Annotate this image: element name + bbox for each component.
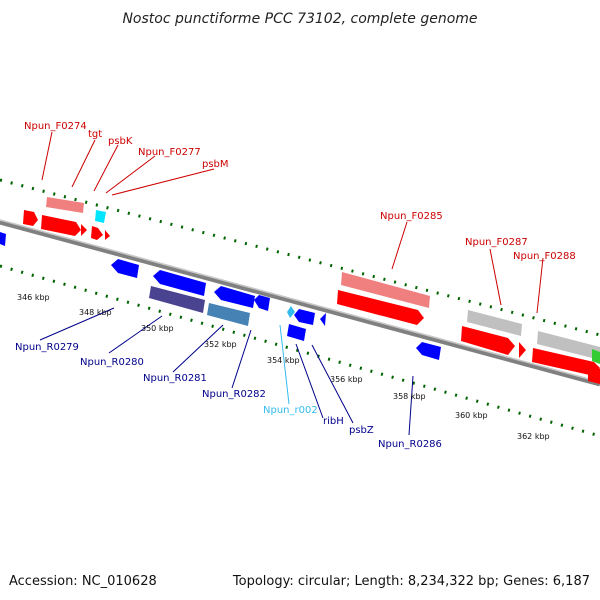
cds-arrow bbox=[254, 295, 270, 311]
leader-line bbox=[93, 144, 119, 192]
cds-arrow bbox=[294, 309, 315, 325]
gene-label: Npun_R0282 bbox=[202, 389, 266, 400]
kbp-label: 350 kbp bbox=[141, 324, 174, 333]
gene-label: Npun_R0280 bbox=[80, 357, 144, 368]
leader-line bbox=[295, 343, 324, 419]
leader-line bbox=[71, 139, 96, 188]
reverse-leaders bbox=[39, 307, 414, 436]
reverse-gene-track bbox=[149, 286, 250, 326]
cds-arrow bbox=[153, 270, 206, 296]
gene-label: tgt bbox=[88, 129, 102, 140]
cds-arrow bbox=[91, 226, 103, 240]
kbp-label: 346 kbp bbox=[17, 293, 50, 302]
gene-feature bbox=[46, 197, 84, 213]
gene-feature bbox=[341, 272, 430, 308]
leader-line bbox=[311, 344, 354, 424]
gene-feature bbox=[537, 331, 600, 360]
cds-arrow bbox=[337, 290, 424, 325]
gene-feature bbox=[467, 310, 522, 336]
rna-track bbox=[95, 210, 295, 318]
reverse-labels: Npun_R0279 Npun_R0280 Npun_R0281 Npun_R0… bbox=[15, 342, 442, 450]
kbp-label: 360 kbp bbox=[455, 411, 488, 420]
gene-label: Npun_R0279 bbox=[15, 342, 79, 353]
forward-leaders bbox=[41, 131, 544, 314]
map-title: Nostoc punctiforme PCC 73102, complete g… bbox=[122, 11, 477, 27]
gene-label: Npun_R0286 bbox=[378, 439, 442, 450]
leader-line bbox=[489, 248, 502, 306]
cds-arrow bbox=[81, 224, 87, 236]
cds-arrow bbox=[214, 286, 255, 308]
leader-line bbox=[41, 131, 53, 181]
leader-line bbox=[108, 315, 163, 354]
rna-feature bbox=[95, 210, 106, 223]
forward-tick-row bbox=[0, 178, 600, 337]
kbp-label: 352 kbp bbox=[204, 340, 237, 349]
kbp-label: 348 kbp bbox=[79, 308, 112, 317]
gene-label: psbZ bbox=[349, 425, 374, 436]
leader-line bbox=[408, 375, 414, 436]
leader-line bbox=[172, 324, 224, 373]
kbp-label: 354 kbp bbox=[267, 356, 300, 365]
gene-label: ribH bbox=[323, 416, 344, 427]
cds-arrow bbox=[519, 342, 526, 358]
kbp-label: 356 kbp bbox=[330, 375, 363, 384]
cds-arrow bbox=[111, 259, 139, 278]
rna-leader-line bbox=[279, 324, 290, 405]
kbp-label: 362 kbp bbox=[517, 432, 550, 441]
gene-feature bbox=[207, 303, 250, 326]
cds-arrow bbox=[588, 366, 600, 384]
leader-line bbox=[231, 329, 252, 389]
gene-label: psbM bbox=[202, 159, 229, 170]
kbp-scale: 346 kbp 348 kbp 350 kbp 352 kbp 354 kbp … bbox=[17, 293, 550, 441]
gene-label: Npun_F0277 bbox=[138, 147, 201, 158]
leader-line bbox=[391, 221, 408, 270]
leader-line bbox=[39, 307, 115, 341]
cds-arrow bbox=[0, 232, 6, 246]
genome-backbone bbox=[0, 219, 600, 387]
genome-backbone-highlight bbox=[0, 219, 600, 383]
cds-arrow bbox=[461, 326, 515, 355]
cds-arrow bbox=[320, 313, 326, 326]
gene-label: Npun_F0287 bbox=[465, 237, 528, 248]
gene-label: psbK bbox=[108, 136, 133, 147]
gene-label: Npun_F0274 bbox=[24, 121, 87, 132]
cds-arrow bbox=[41, 215, 81, 236]
leader-line bbox=[536, 257, 544, 314]
cds-arrow bbox=[416, 342, 441, 360]
cds-arrow bbox=[287, 324, 306, 341]
gene-feature bbox=[149, 286, 205, 313]
leader-line bbox=[111, 168, 215, 196]
gene-label: Npun_R0281 bbox=[143, 373, 207, 384]
gene-feature bbox=[592, 349, 600, 364]
gene-label: Npun_F0285 bbox=[380, 211, 443, 222]
cds-arrow bbox=[105, 230, 110, 240]
forward-cds-track bbox=[23, 210, 600, 384]
gene-label: Npun_F0288 bbox=[513, 251, 576, 262]
accession-text: Accession: NC_010628 bbox=[9, 574, 157, 589]
leader-line bbox=[105, 155, 156, 194]
rna-feature bbox=[287, 306, 295, 318]
forward-labels: Npun_F0274 tgt psbK Npun_F0277 psbM Npun… bbox=[24, 121, 576, 262]
forward-gene-track bbox=[46, 197, 600, 364]
genome-summary: Topology: circular; Length: 8,234,322 bp… bbox=[232, 574, 590, 589]
rna-label: Npun_r002 bbox=[263, 405, 318, 416]
reverse-cds-track bbox=[0, 232, 441, 360]
kbp-label: 358 kbp bbox=[393, 392, 426, 401]
cds-arrow bbox=[532, 348, 600, 376]
cds-arrow bbox=[23, 210, 38, 226]
